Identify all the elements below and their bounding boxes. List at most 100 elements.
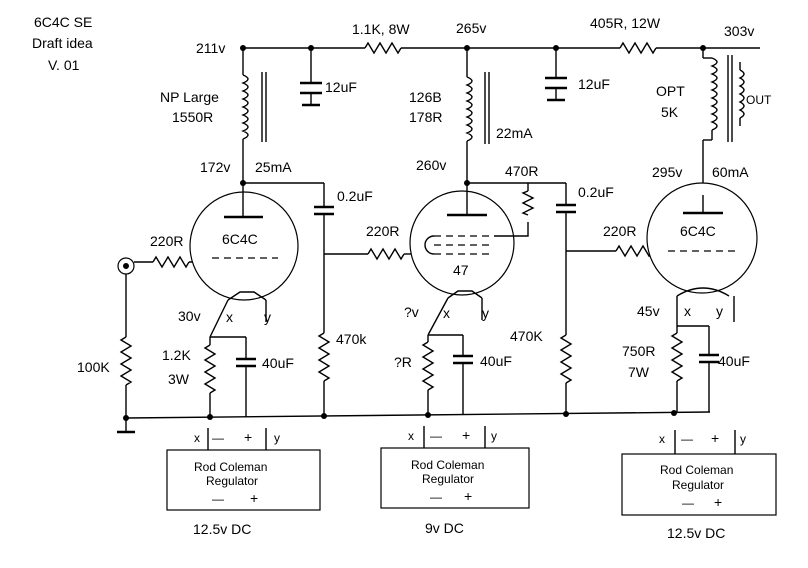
tube-3-type: 6C4C <box>680 223 716 239</box>
title-line-1: 6C4C SE <box>34 14 92 30</box>
resistor-1k1-label: 1.1K, 8W <box>352 21 410 37</box>
cathode-network-2 <box>421 334 473 415</box>
bplus-rail <box>240 41 760 55</box>
choke-2-label-1: 126B <box>409 89 442 105</box>
tube-2-fil-x: x <box>443 305 450 321</box>
regulator-1 <box>166 428 321 511</box>
grid-stopper-3 <box>615 244 653 258</box>
opt-label-2: 5K <box>661 104 679 120</box>
regulator-3 <box>621 430 777 516</box>
grid-resistor-2 <box>317 332 331 382</box>
supply-cap-2 <box>545 48 567 102</box>
choke-1-label-1: NP Large <box>160 89 219 105</box>
reg-3-name-2: Regulator <box>672 478 724 492</box>
reg-2-y: y <box>491 429 497 443</box>
coupling-cap-1-label: 0.2uF <box>337 188 373 204</box>
coupling-1 <box>243 182 420 416</box>
grid-resistor-3 <box>559 334 573 384</box>
reg-3-minus-out: — <box>682 496 694 510</box>
tube-2 <box>409 183 529 336</box>
supply-cap-1 <box>300 48 322 107</box>
reg-1-minus: — <box>212 431 224 445</box>
reg-1-minus-out: — <box>212 492 224 506</box>
grid-stopper-2 <box>367 247 405 261</box>
resistor-405r-label: 405R, 12W <box>590 15 661 31</box>
cathode-resistor-1 <box>203 344 217 394</box>
node-plate-3: 295v <box>652 164 682 180</box>
tube-1-type: 6C4C <box>222 231 258 247</box>
tube-3-fil-y: y <box>716 303 723 319</box>
node-plate-2: 260v <box>416 157 446 173</box>
coupling-cap-2-label: 0.2uF <box>578 184 614 200</box>
node-cathode-3: 45v <box>637 303 660 319</box>
reg-2-minus: — <box>430 429 442 443</box>
grid-stopper-1 <box>152 255 190 269</box>
opt-label-1: OPT <box>656 83 685 99</box>
reg-3-supply: 12.5v DC <box>667 525 725 541</box>
reg-3-y: y <box>740 432 746 446</box>
current-2: 22mA <box>496 125 533 141</box>
tube-1-fil-x: x <box>226 309 233 325</box>
input-resistor <box>119 336 133 386</box>
title-line-2: Draft idea <box>32 35 93 51</box>
input-resistor-label: 100K <box>77 359 110 375</box>
reg-1-x: x <box>194 431 200 445</box>
reg-2-name-2: Regulator <box>422 472 474 486</box>
cathode-resistor-1-label-2: 3W <box>168 371 190 387</box>
grid-stopper-3-label: 220R <box>603 223 636 239</box>
reg-2-minus-out: — <box>430 490 442 504</box>
current-1: 25mA <box>255 159 292 175</box>
reg-2-supply: 9v DC <box>425 520 464 536</box>
cathode-resistor-2 <box>421 341 435 391</box>
output-transformer <box>702 48 745 200</box>
node-cathode-1: 30v <box>178 308 201 324</box>
cathode-resistor-3-label-1: 750R <box>622 343 655 359</box>
tube-3-fil-x: x <box>684 303 691 319</box>
reg-2-plus: + <box>462 427 470 443</box>
reg-3-name-1: Rod Coleman <box>660 463 733 477</box>
regulator-2 <box>380 426 530 509</box>
cathode-network-1 <box>203 336 256 417</box>
choke-1 <box>241 48 267 183</box>
reg-1-plus: + <box>244 429 252 445</box>
choke-1-label-2: 1550R <box>172 109 213 125</box>
node-211v: 211v <box>196 40 225 56</box>
resistor-1k1 <box>364 41 402 55</box>
cathode-resistor-3 <box>670 332 684 382</box>
node-plate-1: 172v <box>200 159 230 175</box>
cathode-resistor-2-label: ?R <box>394 354 412 370</box>
grid-resistor-3-label: 470K <box>510 328 543 344</box>
ground-rail <box>123 410 711 421</box>
reg-3-x: x <box>659 432 665 446</box>
cathode-network-3 <box>670 322 719 413</box>
coupling-2 <box>528 182 660 414</box>
reg-3-minus: — <box>681 432 693 446</box>
node-303v: 303v <box>724 23 754 39</box>
cathode-cap-2-label: 40uF <box>480 353 512 369</box>
cathode-resistor-1-label-1: 1.2K <box>162 347 191 363</box>
input-jack[interactable] <box>117 257 135 275</box>
tube-3 <box>646 182 758 322</box>
reg-1-name-2: Regulator <box>206 474 258 488</box>
reg-1-y: y <box>274 431 280 445</box>
node-cathode-2: ?v <box>404 304 419 320</box>
supply-cap-1-label: 12uF <box>325 79 357 95</box>
tube-1-fil-y: y <box>264 309 271 325</box>
reg-2-x: x <box>408 429 414 443</box>
cathode-cap-3-label: 40uF <box>718 353 750 369</box>
choke-2-label-2: 178R <box>409 109 442 125</box>
feedback-resistor-label: 470R <box>505 163 538 179</box>
reg-2-plus-out: + <box>464 488 472 504</box>
reg-1-supply: 12.5v DC <box>193 521 251 537</box>
choke-2 <box>465 48 490 183</box>
reg-1-name-1: Rod Coleman <box>194 460 267 474</box>
resistor-405r <box>619 41 657 55</box>
title-line-3: V. 01 <box>48 57 80 73</box>
grid-stopper-2-label: 220R <box>366 223 399 239</box>
reg-1-plus-out: + <box>250 490 258 506</box>
grid-stopper-1-label: 220R <box>150 233 183 249</box>
opt-out-label: OUT <box>746 93 772 107</box>
cathode-resistor-3-label-2: 7W <box>628 364 650 380</box>
node-265v: 265v <box>456 20 486 36</box>
